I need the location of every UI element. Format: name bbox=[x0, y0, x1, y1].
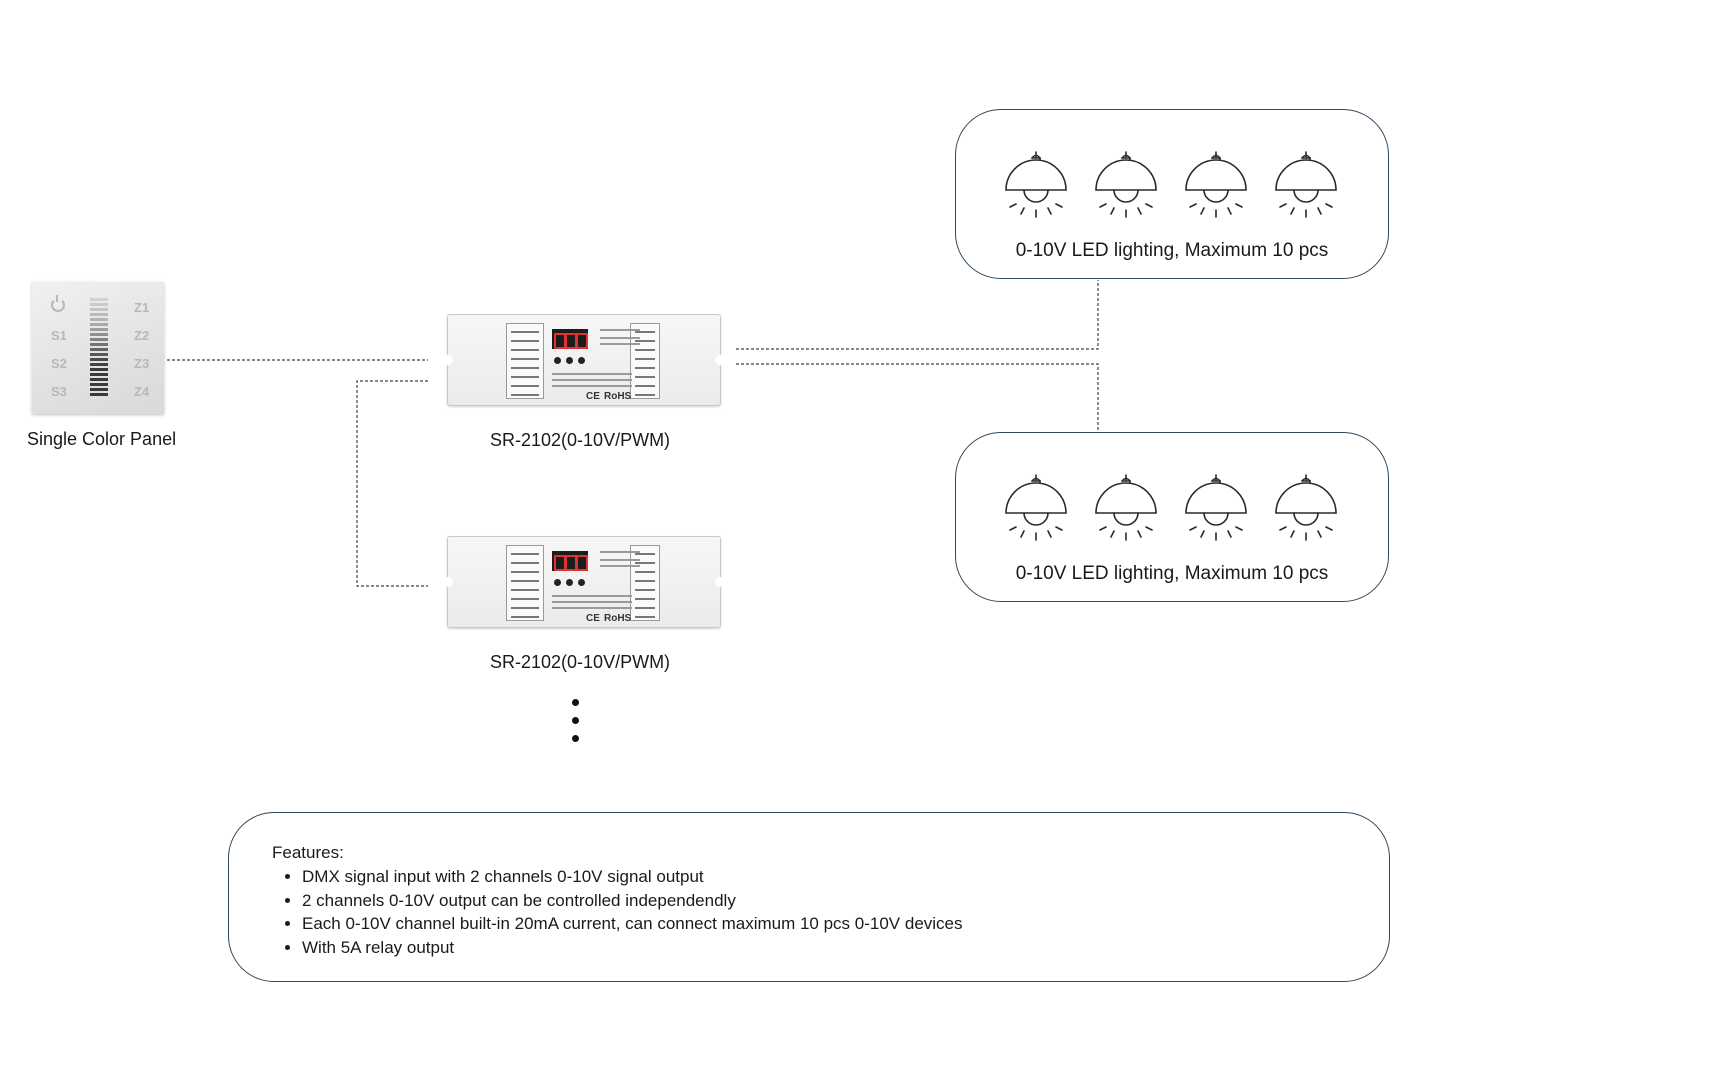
wire-decoder-to-lights-2 bbox=[736, 363, 1099, 432]
panel-caption: Single Color Panel bbox=[27, 429, 177, 449]
decoder-caption-2: SR-2102(0-10V/PWM) bbox=[490, 652, 671, 672]
pendant-lamp-icon bbox=[1184, 473, 1248, 549]
pendant-lamp-icon bbox=[1184, 150, 1248, 226]
decoder-caption-1: SR-2102(0-10V/PWM) bbox=[490, 430, 671, 450]
panel-key-s2: S2 bbox=[51, 356, 67, 371]
more-decoders-ellipsis bbox=[572, 699, 580, 753]
panel-key-z1: Z1 bbox=[134, 300, 150, 315]
digit-display bbox=[552, 329, 588, 349]
panel-key-s1: S1 bbox=[51, 328, 67, 343]
features-title: Features: bbox=[272, 843, 344, 862]
pendant-lamp-icon bbox=[1274, 473, 1338, 549]
feature-item: DMX signal input with 2 channels 0-10V s… bbox=[302, 865, 963, 889]
features-list: DMX signal input with 2 channels 0-10V s… bbox=[272, 865, 963, 959]
features-box: Features: DMX signal input with 2 channe… bbox=[228, 812, 1390, 982]
dimming-slider bbox=[90, 298, 108, 398]
feature-item: With 5A relay output bbox=[302, 936, 963, 960]
pendant-lamp-icon bbox=[1094, 150, 1158, 226]
power-icon bbox=[51, 298, 65, 312]
feature-item: 2 channels 0-10V output can be controlle… bbox=[302, 889, 963, 913]
rohs-mark: RoHS bbox=[604, 613, 632, 624]
pendant-lamp-icon bbox=[1004, 473, 1068, 549]
pendant-lamp-icon bbox=[1004, 150, 1068, 226]
panel-key-z2: Z2 bbox=[134, 328, 150, 343]
panel-key-z3: Z3 bbox=[134, 356, 150, 371]
power-icon-stem bbox=[56, 295, 58, 302]
panel-key-z4: Z4 bbox=[134, 384, 150, 399]
single-color-panel: S1 S2 S3 Z1 Z2 Z3 Z4 bbox=[32, 282, 164, 414]
panel-key-s3: S3 bbox=[51, 384, 67, 399]
rohs-mark: RoHS bbox=[604, 391, 632, 402]
wire-panel-to-decoder-2 bbox=[356, 380, 428, 587]
lighting-caption-2: 0-10V LED lighting, Maximum 10 pcs bbox=[1015, 563, 1329, 584]
pendant-lamp-icon bbox=[1094, 473, 1158, 549]
pendant-lamp-icon bbox=[1274, 150, 1338, 226]
digit-display bbox=[552, 551, 588, 571]
lighting-group-2: 0-10V LED lighting, Maximum 10 pcs bbox=[955, 432, 1389, 602]
feature-item: Each 0-10V channel built-in 20mA current… bbox=[302, 912, 963, 936]
lighting-caption-1: 0-10V LED lighting, Maximum 10 pcs bbox=[1015, 240, 1329, 261]
wire-decoder-to-lights-1 bbox=[736, 280, 1099, 350]
decoder-device-2: CE RoHS bbox=[443, 536, 725, 628]
lighting-group-1: 0-10V LED lighting, Maximum 10 pcs bbox=[955, 109, 1389, 279]
decoder-device-1: CE RoHS bbox=[443, 314, 725, 406]
